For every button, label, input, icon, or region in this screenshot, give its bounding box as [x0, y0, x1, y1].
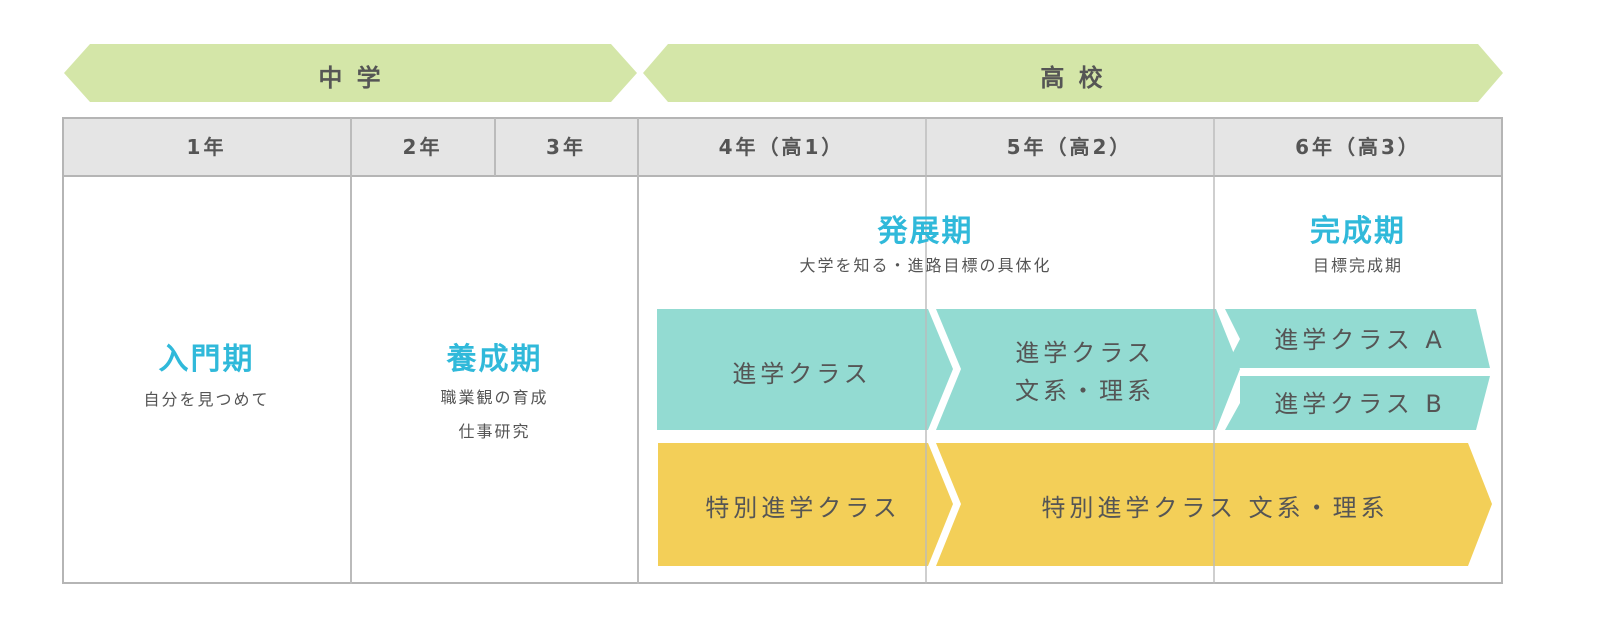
cultivation-phase-title: 養成期: [446, 342, 543, 377]
divider: [637, 118, 639, 584]
advanced-class-label: 進学クラス: [732, 360, 872, 388]
divider: [1213, 118, 1215, 584]
completion-phase-title: 完成期: [1310, 214, 1406, 249]
advanced-split-label-2: 文系・理系: [1015, 377, 1155, 405]
advanced-a-label: 進学クラス A: [1274, 326, 1446, 354]
advanced-b-label: 進学クラス B: [1274, 390, 1446, 418]
completion-phase-subtitle: 目標完成期: [1312, 256, 1403, 275]
entry-phase-title: 入門期: [158, 342, 255, 377]
advanced-class-arrow: [657, 309, 953, 430]
divider: [350, 118, 352, 584]
senior-banner: [643, 44, 1503, 102]
advanced-split-arrow: [936, 309, 1240, 430]
development-phase-subtitle: 大学を知る・進路目標の具体化: [799, 256, 1052, 275]
advanced-b-arrow: [1225, 376, 1490, 430]
cultivation-phase-subtitle-1: 職業観の育成: [440, 388, 549, 407]
divider: [494, 118, 496, 176]
year-6-header: 6年（高3）: [1295, 135, 1421, 159]
year-3-header: 3年: [546, 135, 586, 159]
cultivation-phase-subtitle-2: 仕事研究: [458, 422, 531, 441]
advanced-split-label-1: 進学クラス: [1015, 339, 1155, 367]
development-phase-title: 発展期: [877, 214, 974, 249]
year-4-header: 4年（高1）: [718, 135, 845, 159]
junior-banner: [64, 44, 637, 102]
year-1-header: 1年: [186, 135, 227, 159]
entry-phase-subtitle: 自分を見つめて: [143, 390, 270, 409]
divider: [925, 118, 927, 584]
advanced-a-arrow: [1225, 309, 1490, 368]
year-5-header: 5年（高2）: [1006, 135, 1133, 159]
junior-banner-label: 中 学: [318, 64, 384, 92]
special-class-arrow: [658, 443, 953, 566]
senior-banner-label: 高 校: [1040, 64, 1106, 92]
special-class-label: 特別進学クラス: [705, 494, 901, 522]
year-2-header: 2年: [402, 135, 443, 159]
special-split-label: 特別進学クラス 文系・理系: [1041, 494, 1389, 522]
header-row-bg: [62, 117, 1503, 177]
